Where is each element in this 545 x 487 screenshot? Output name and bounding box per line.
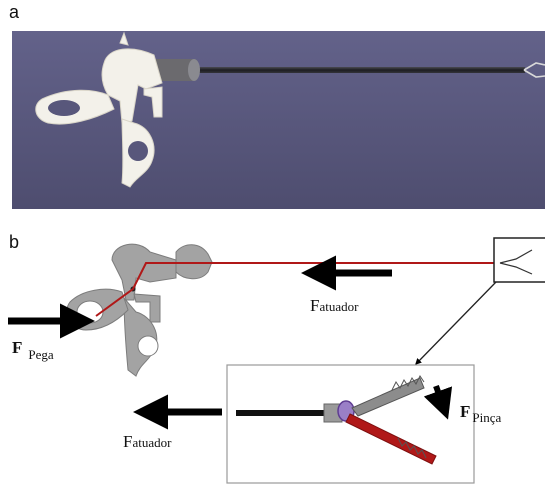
finger-loop-hole [48,100,80,116]
force-subscript: Pinça [472,410,501,425]
tip-box [494,238,545,282]
force-name: atuador [132,435,171,450]
collar-ring [188,59,200,81]
mechanism-diagram [0,230,545,487]
photo-background [12,31,545,209]
thumb-loop-hole [128,141,148,161]
force-subscript: Pega [28,347,53,362]
actuator-force-label-bottom: Fatuador [123,432,171,452]
instrument-shaft [197,67,525,73]
force-name: atuador [319,299,358,314]
diagram-thumb-hole [138,336,158,356]
force-symbol: F [12,338,22,357]
force-symbol: F [460,402,470,421]
instrument-photo [12,31,545,209]
actuator-force-label-top: Fatuador [310,296,358,316]
zoom-connector [416,282,496,364]
panel-a-label: a [9,2,19,23]
